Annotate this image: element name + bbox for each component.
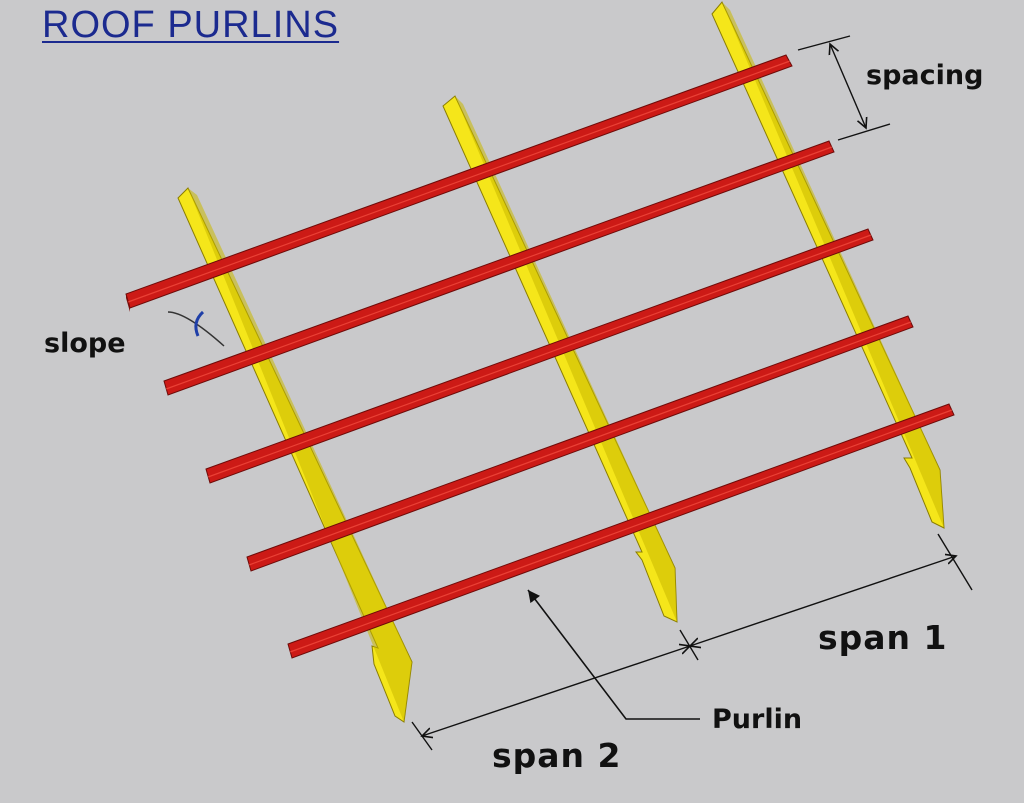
purlin-label: Purlin [712,704,803,735]
slope-indicator [167,310,225,347]
purlin-5 [287,403,955,659]
purlin-4 [246,315,914,572]
purlin-1 [125,54,793,312]
spacing-label: spacing [866,60,984,91]
purlin-leader [527,589,700,720]
purlin-2 [163,140,835,396]
spacing-dimension [797,35,891,141]
slope-label: slope [44,328,126,359]
purlins [125,54,955,659]
span1-label: span 1 [818,618,948,657]
purlin-3 [205,228,874,484]
rafters [177,1,945,723]
span2-dimension [411,646,690,751]
page-title: ROOF PURLINS [42,4,340,46]
span2-label: span 2 [492,736,622,775]
